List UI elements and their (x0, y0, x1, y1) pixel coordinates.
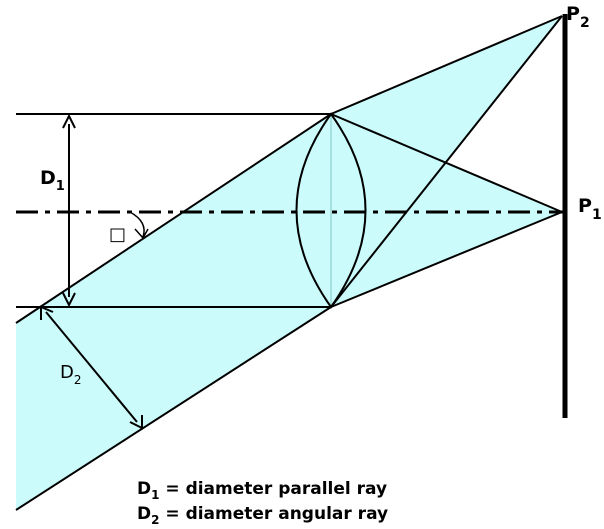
focused-ray-top (330, 113, 563, 213)
d1-label: D1 (40, 167, 65, 194)
d2-label: D2 (60, 362, 82, 387)
angle-arc (129, 211, 145, 238)
p1-label: P1 (578, 195, 602, 223)
angular-ray-upper-right (330, 15, 563, 115)
angular-ray-lower-left (15, 306, 332, 511)
d2-arrowhead-top (40, 305, 54, 320)
d2-dimension-line (45, 311, 138, 423)
angle-label: □ (109, 224, 126, 245)
d2-arrowhead-bottom (129, 415, 143, 430)
d1-arrowhead-bottom (62, 292, 76, 308)
lens (295, 112, 367, 309)
p2-label: P2 (566, 3, 590, 31)
focused-ray-bottom (330, 211, 563, 308)
angular-ray-lower-right (330, 15, 563, 308)
d1-arrowhead-top (62, 113, 76, 129)
angle-arrowhead (134, 228, 149, 240)
legend-line-1: D1 = diameter parallel ray (137, 479, 387, 502)
legend-line-2: D2 = diameter angular ray (137, 504, 388, 527)
